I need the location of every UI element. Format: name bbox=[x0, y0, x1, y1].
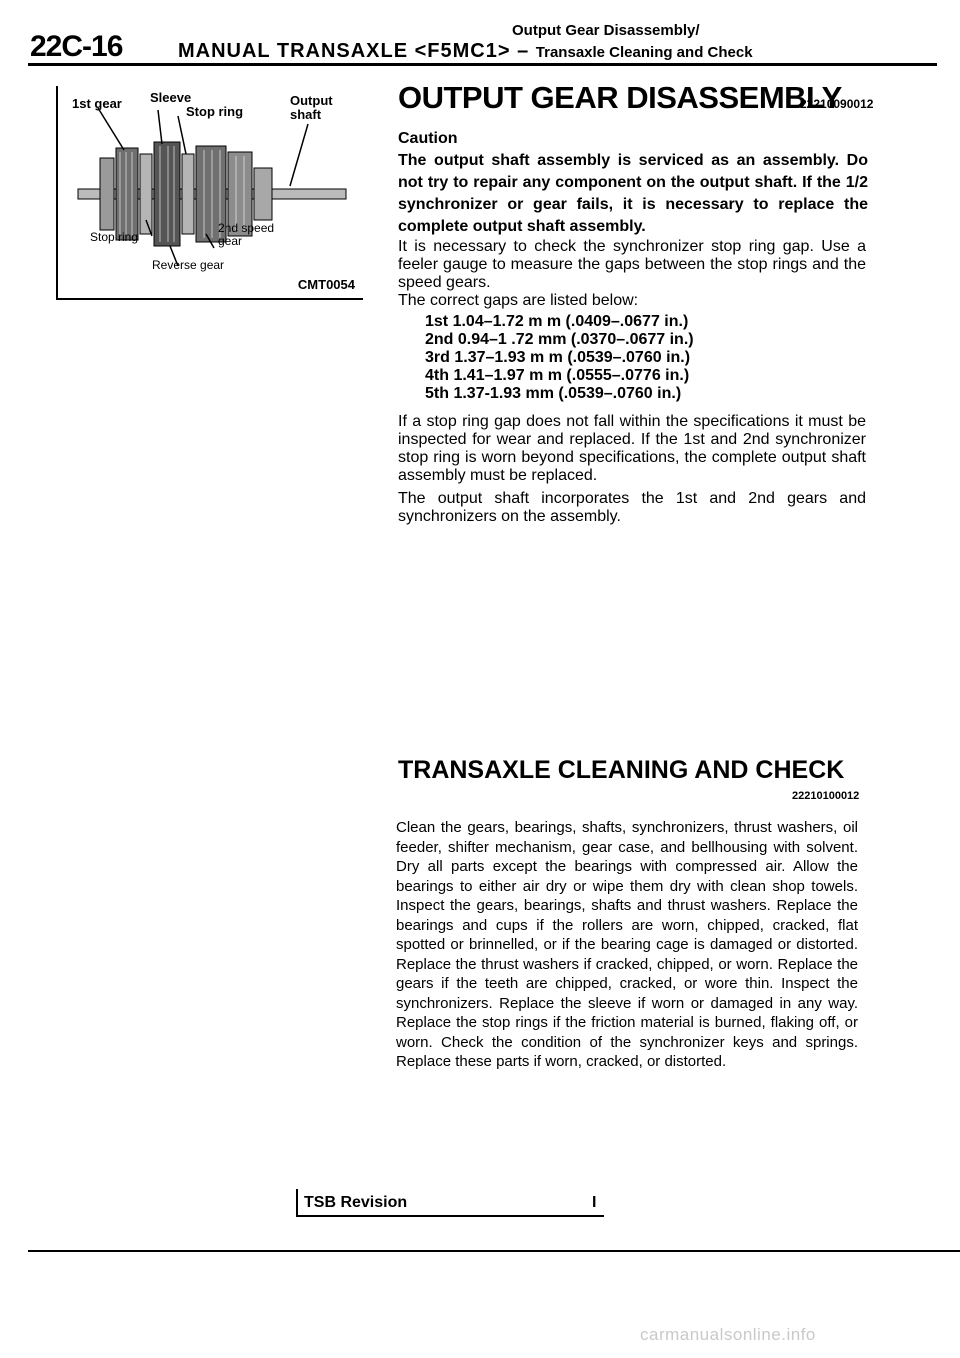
list-intro: The correct gaps are listed below: bbox=[398, 292, 639, 309]
spec-item: 2nd 0.94–1 .72 mm (.0370–.0677 in.) bbox=[425, 331, 694, 348]
section-title-main-text: MANUAL TRANSAXLE <F5MC1> – bbox=[178, 40, 530, 62]
section-title-main: MANUAL TRANSAXLE <F5MC1> – Transaxle Cle… bbox=[178, 40, 753, 63]
label-reverse-gear: Reverse gear bbox=[152, 258, 225, 272]
label-stop-ring-top: Stop ring bbox=[186, 104, 244, 119]
figure-code: CMT0054 bbox=[297, 277, 355, 292]
header-rule bbox=[28, 63, 937, 66]
intro-paragraph: It is necessary to check the synchronize… bbox=[398, 238, 866, 310]
section-title-top: Output Gear Disassembly/ bbox=[512, 22, 700, 39]
tsb-revision-label: TSB Revision bbox=[304, 1194, 408, 1211]
cleaning-code: 22210100012 bbox=[792, 790, 860, 802]
tsb-revision-value: I bbox=[592, 1194, 597, 1211]
label-2nd-speed-gear: 2nd speed gear bbox=[218, 221, 275, 248]
spec-item: 3rd 1.37–1.93 m m (.0539–.0760 in.) bbox=[425, 349, 691, 366]
label-stop-ring-bottom: Stop ring bbox=[90, 230, 139, 244]
label-1st-gear: 1st gear bbox=[72, 96, 122, 111]
output-gear-code: 22210090012 bbox=[800, 97, 874, 111]
intro-text: It is necessary to check the synchronize… bbox=[398, 238, 866, 291]
spec-item: 5th 1.37-1.93 mm (.0539–.0760 in.) bbox=[425, 385, 682, 402]
spec-item: 4th 1.41–1.97 m m (.0555–.0776 in.) bbox=[425, 367, 690, 384]
caution-block: Caution The output shaft assembly is ser… bbox=[398, 128, 868, 238]
output-shaft-figure: 1st gear Sleeve Stop ring Output shaft S… bbox=[56, 86, 363, 300]
gap-spec-list: 1st 1.04–1.72 m m (.0409–.0677 in.) 2nd … bbox=[425, 313, 694, 403]
output-shaft-paragraph: The output shaft incorporates the 1st an… bbox=[398, 490, 866, 525]
section-title-sub: Transaxle Cleaning and Check bbox=[535, 44, 753, 61]
caution-label: Caution bbox=[398, 130, 458, 147]
label-sleeve: Sleeve bbox=[150, 90, 192, 105]
stop-ring-paragraph: If a stop ring gap does not fall within … bbox=[398, 413, 866, 484]
footer-rule bbox=[28, 1250, 960, 1252]
cleaning-body: Clean the gears, bearings, shafts, synch… bbox=[396, 819, 858, 1070]
watermark: carmanualsonline.info bbox=[640, 1325, 816, 1344]
label-output-shaft: Output shaft bbox=[290, 93, 333, 122]
output-shaft-illustration bbox=[77, 107, 347, 267]
tsb-revision-box bbox=[296, 1189, 604, 1217]
page-number: 22C-16 bbox=[30, 30, 123, 63]
caution-text: The output shaft assembly is serviced as… bbox=[398, 152, 868, 235]
cleaning-title: TRANSAXLE CLEANING AND CHECK bbox=[398, 756, 845, 784]
spec-item: 1st 1.04–1.72 m m (.0409–.0677 in.) bbox=[425, 313, 689, 330]
output-gear-title: OUTPUT GEAR DISASSEMBLY bbox=[398, 80, 842, 115]
